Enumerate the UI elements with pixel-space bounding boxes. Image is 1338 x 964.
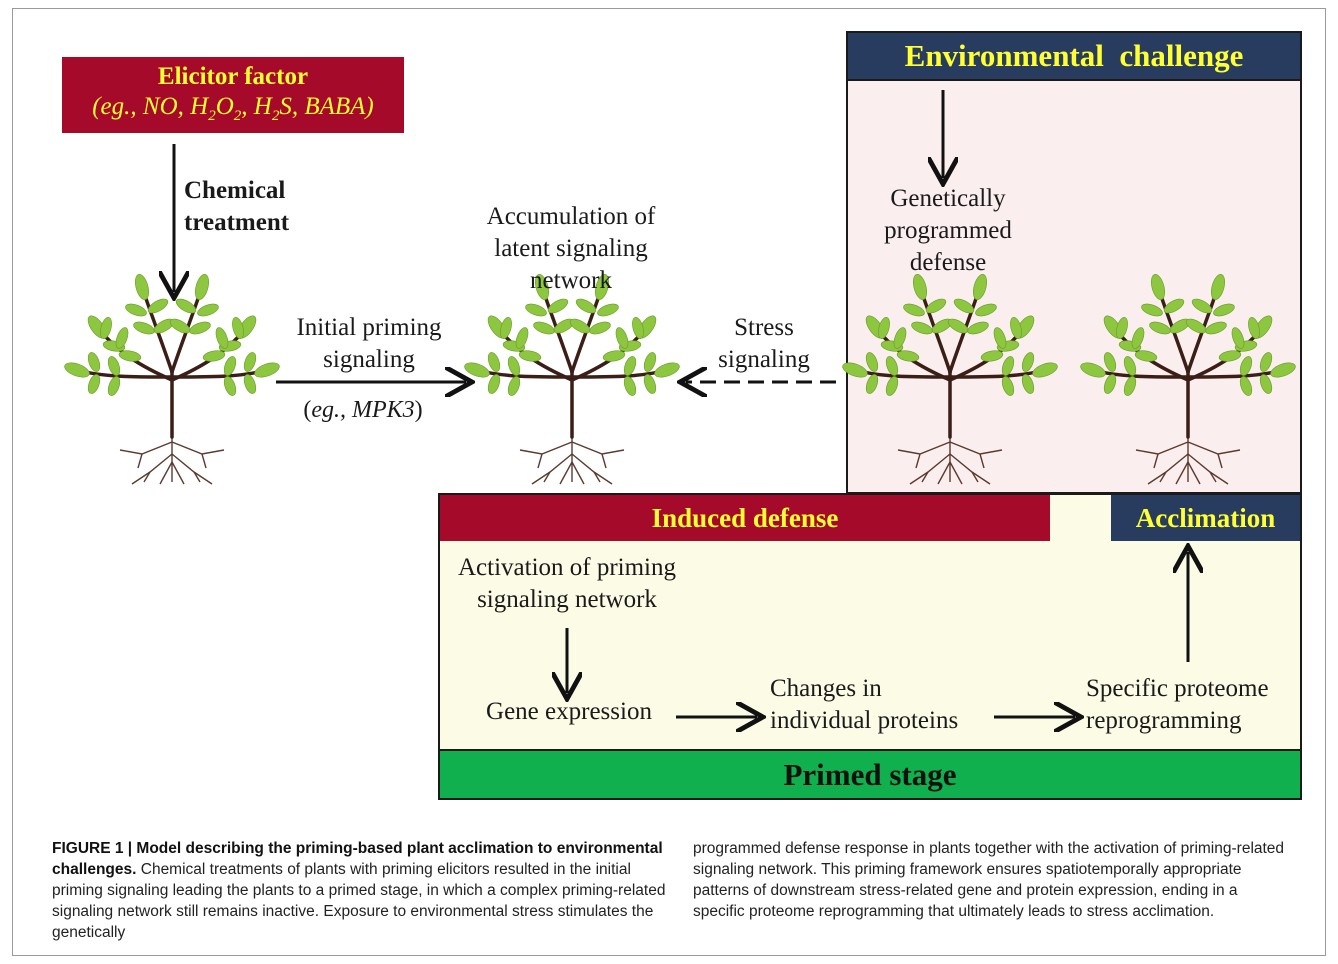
induced-defense-header: Induced defense: [440, 495, 1050, 541]
induced-defense-box: [438, 493, 1302, 800]
accumulation-line2: latent signaling: [494, 235, 648, 262]
plant-untreated: [60, 271, 284, 486]
plant-primed: [460, 271, 684, 486]
elicitor-factor-title: Elicitor factor: [157, 63, 309, 90]
induced-defense-label: Induced defense: [651, 503, 839, 533]
genetically-programmed-label: Genetically programmed defense: [858, 183, 1038, 279]
stress-signaling-line2: signaling: [718, 346, 810, 373]
changes-proteins-label: Changes in individual proteins: [756, 673, 992, 737]
stress-signaling-label: Stress signaling: [694, 312, 834, 376]
changes-proteins-line2: individual proteins: [770, 707, 959, 734]
acclimation-header: Acclimation: [1111, 495, 1300, 541]
activation-label: Activation of priming signaling network: [442, 552, 692, 616]
activation-line1: Activation of priming: [457, 554, 677, 581]
chemical-treatment-line2: treatment: [184, 209, 290, 236]
elicitor-factor-box: Elicitor factor (eg., NO, H2O2, H2S, BAB…: [62, 57, 404, 133]
elicitor-examples: (eg., NO, H2O2, H2S, BABA): [92, 93, 374, 124]
caption-right: programmed defense response in plants to…: [693, 840, 1285, 920]
accumulation-line1: Accumulation of: [486, 203, 656, 230]
environmental-challenge-header: Environmental challenge: [846, 31, 1302, 81]
figure-frame: [12, 8, 1326, 956]
genetically-programmed-line1: Genetically: [890, 185, 1006, 212]
accumulation-label: Accumulation of latent signaling network: [460, 201, 682, 297]
initial-priming-label: Initial priming signaling: [276, 312, 462, 376]
initial-priming-example: (eg., MPK3): [303, 397, 423, 423]
initial-priming-line2: signaling: [323, 346, 415, 373]
acclimation-label: Acclimation: [1135, 503, 1276, 533]
environmental-challenge-label: Environmental challenge: [904, 38, 1244, 73]
genetically-programmed-line2: programmed: [884, 217, 1012, 244]
caption-left-text: Chemical treatments of plants with primi…: [52, 861, 666, 941]
caption-figure-label: FIGURE 1 | Model describing the priming-…: [52, 840, 663, 878]
activation-line2: signaling network: [477, 586, 657, 613]
genetically-programmed-line3: defense: [909, 249, 987, 276]
caption-left: FIGURE 1 | Model describing the priming-…: [52, 838, 666, 943]
plant-acclimated: [1076, 271, 1300, 486]
proteome-label: Specific proteome reprogramming: [1080, 673, 1294, 737]
stress-signaling-line1: Stress: [734, 314, 794, 341]
gene-expression-label: Gene expression: [486, 698, 652, 725]
plant-stressed: [838, 271, 1062, 486]
accumulation-line3: network: [530, 267, 612, 294]
proteome-line1: Specific proteome: [1086, 675, 1269, 702]
changes-proteins-line1: Changes in: [770, 675, 882, 702]
initial-priming-line1: Initial priming: [296, 314, 442, 341]
proteome-line2: reprogramming: [1086, 707, 1242, 734]
primed-stage-label: Primed stage: [783, 757, 957, 792]
chemical-treatment-label: Chemical treatment: [184, 175, 289, 239]
chemical-treatment-line1: Chemical: [184, 177, 286, 204]
primed-stage-bar: Primed stage: [440, 749, 1300, 798]
